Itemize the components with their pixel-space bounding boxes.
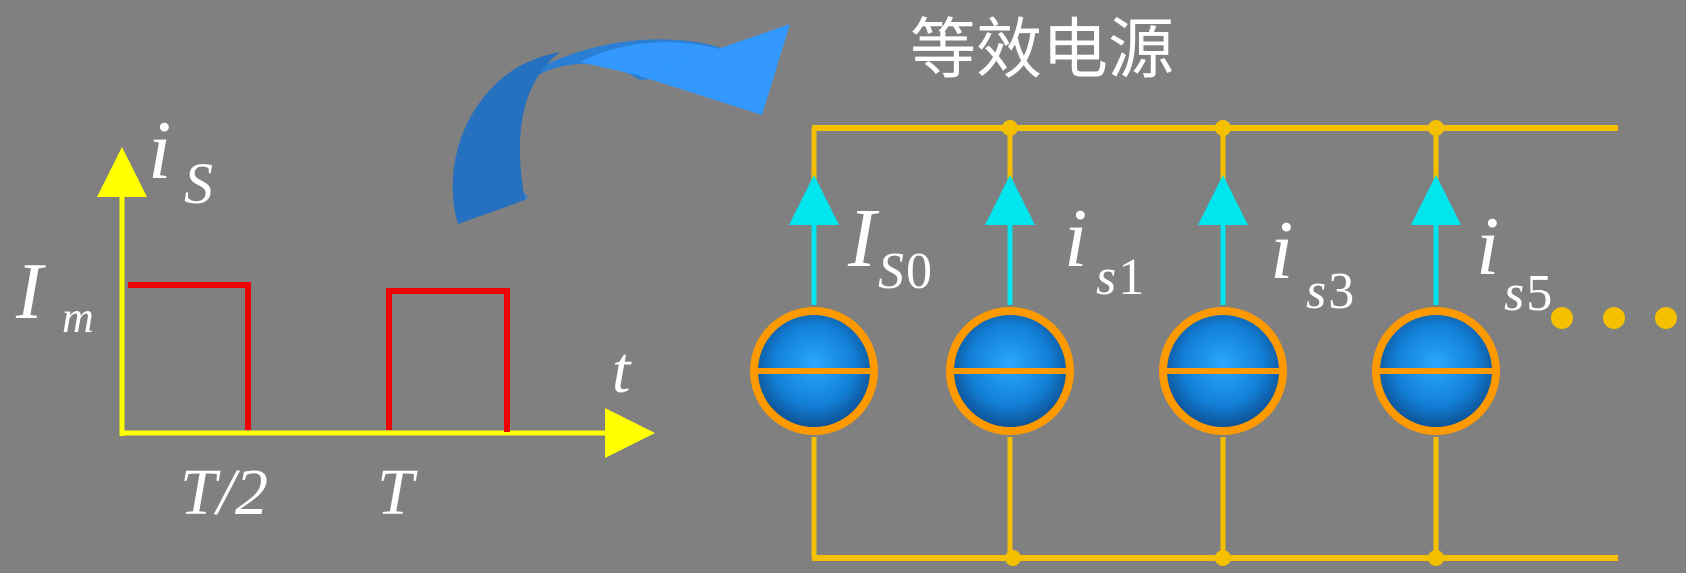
junction-dot <box>1215 120 1231 136</box>
level-label-sub: m <box>62 293 94 342</box>
current-source-branch: is5 <box>1372 128 1552 558</box>
page-title: 等效电源 <box>910 11 1174 88</box>
y-axis-label-sub: S <box>184 151 213 216</box>
source-label: i <box>1270 204 1293 297</box>
waveform: i S I m t T/2 T <box>15 104 655 529</box>
source-label-sub: s3 <box>1306 263 1354 320</box>
pulse-2 <box>386 288 510 432</box>
tick-label-half-period: T/2 <box>180 456 268 529</box>
source-label-sub: s5 <box>1504 265 1552 322</box>
junction-dot <box>1005 550 1021 566</box>
junction-dot <box>1002 120 1018 136</box>
level-label: I <box>15 248 46 336</box>
pulse-1 <box>128 282 251 430</box>
junction-dot <box>1215 550 1231 566</box>
continuation-ellipsis <box>1551 307 1677 329</box>
tick-label-period: T <box>377 456 418 529</box>
source-label: i <box>1064 192 1087 285</box>
junction-dot <box>1428 120 1444 136</box>
junction-dot <box>1428 550 1444 566</box>
source-label-sub: s1 <box>1096 249 1144 306</box>
curved-arrow-icon <box>452 24 790 224</box>
source-label: i <box>1476 200 1499 293</box>
source-label: I <box>847 192 880 285</box>
source-label-sub: S0 <box>878 243 932 300</box>
x-axis-label: t <box>612 334 632 407</box>
y-axis-label: i <box>148 104 171 197</box>
